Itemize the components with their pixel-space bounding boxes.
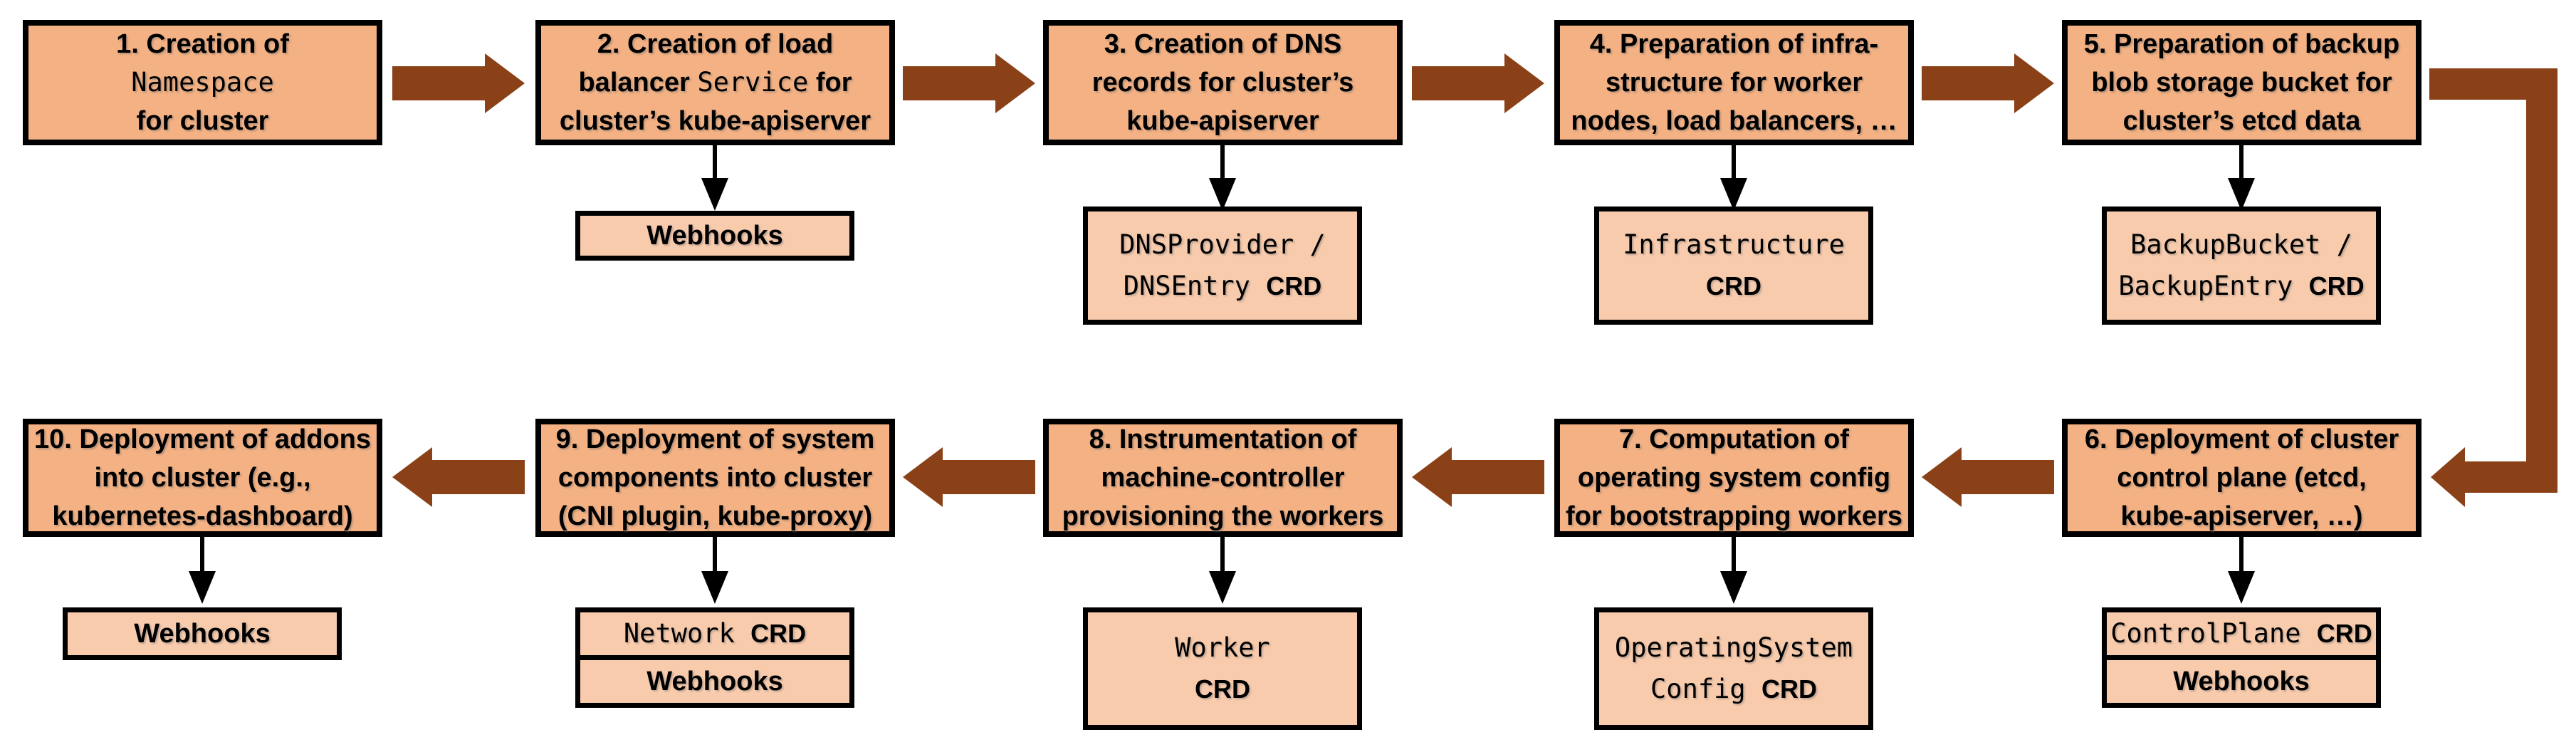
crd-label: CRD (2316, 619, 2372, 648)
step-4-box: 4. Preparation of infra- structure for w… (1554, 20, 1914, 145)
step-1-title-pre: 1. Creation of (116, 29, 289, 59)
elbow-arrow-5-6-shaft-icon (2465, 461, 2557, 493)
arrow-down-icon (701, 178, 728, 211)
arrow-down-icon (1209, 571, 1236, 604)
step-9-title-pre: 9. Deployment of system components into … (555, 424, 875, 531)
step-3-connector-line (1220, 145, 1225, 179)
crd-label: CRD (1706, 271, 1761, 301)
step-3-crd-box: DNSProvider / DNSEntry CRD (1083, 207, 1362, 325)
step-4-title-pre: 4. Preparation of infra- structure for w… (1571, 29, 1897, 136)
step-8-box: 8. Instrumentation of machine-controller… (1043, 419, 1403, 537)
flow-arrow-2-3-icon (903, 53, 1035, 113)
step-9-crd-box: Network CRD (575, 607, 854, 660)
step-2-box: 2. Creation of load balancer Service for… (535, 20, 895, 145)
arrow-down-icon (1720, 178, 1747, 211)
step-6-title-pre: 6. Deployment of cluster control plane (… (2084, 424, 2399, 531)
step-10-box: 10. Deployment of addons into cluster (e… (23, 419, 382, 537)
step-6-connector-line (2239, 537, 2243, 573)
step-5-box: 5. Preparation of backup blob storage bu… (2062, 20, 2421, 145)
step-2-webhooks-box: Webhooks (575, 211, 854, 261)
step-6-crd-box: ControlPlane CRD (2102, 607, 2381, 660)
crd-name: Worker (1175, 632, 1270, 663)
webhooks-label: Webhooks (646, 667, 783, 696)
step-8-title: 8. Instrumentation of machine-controller… (1059, 420, 1387, 535)
step-5-title: 5. Preparation of backup blob storage bu… (2081, 25, 2402, 140)
webhooks-label: Webhooks (646, 221, 783, 251)
step-7-title-pre: 7. Computation of operating system confi… (1566, 424, 1902, 531)
step-1-title-post: for cluster (136, 106, 269, 136)
crd-label: CRD (2308, 271, 2365, 301)
crd-name: DNSProvider / DNSEntry (1119, 229, 1326, 301)
step-7-box: 7. Computation of operating system confi… (1554, 419, 1914, 537)
elbow-arrow-5-6-vertical-icon (2526, 68, 2557, 493)
flow-arrow-9-10-icon (392, 447, 525, 507)
step-6-webhooks-box: Webhooks (2102, 655, 2381, 708)
step-8-title-pre: 8. Instrumentation of machine-controller… (1062, 424, 1384, 531)
crd-name: ControlPlane (2110, 618, 2317, 649)
step-7-connector-line (1732, 537, 1736, 573)
step-6-box: 6. Deployment of cluster control plane (… (2062, 419, 2421, 537)
step-10-connector-line (200, 537, 204, 573)
crd-name: Infrastructure (1623, 229, 1845, 260)
flow-arrow-8-9-icon (903, 447, 1035, 507)
crd-name: OperatingSystem Config (1614, 632, 1853, 704)
flow-arrow-3-4-icon (1412, 53, 1544, 113)
step-4-crd-box: Infrastructure CRD (1594, 207, 1873, 325)
step-9-connector-line (713, 537, 717, 573)
step-10-title-pre: 10. Deployment of addons into cluster (e… (34, 424, 371, 531)
arrow-down-icon (2228, 571, 2255, 604)
crd-label: CRD (1195, 674, 1250, 704)
step-5-title-pre: 5. Preparation of backup blob storage bu… (2083, 29, 2400, 136)
flow-arrow-4-5-icon (1922, 53, 2054, 113)
step-8-connector-line (1220, 537, 1225, 573)
arrow-down-icon (701, 571, 728, 604)
arrow-down-icon (1209, 178, 1236, 211)
crd-name: BackupBucket / BackupEntry (2118, 229, 2352, 301)
step-6-title: 6. Deployment of cluster control plane (… (2082, 420, 2402, 535)
crd-name: Network (623, 618, 751, 649)
step-1-title: 1. Creation of Namespace for cluster (113, 25, 292, 140)
step-3-title: 3. Creation of DNS records for cluster’s… (1089, 25, 1356, 140)
crd-label: CRD (1266, 271, 1322, 301)
step-9-webhooks-box: Webhooks (575, 655, 854, 708)
step-2-connector-line (713, 145, 717, 179)
crd-label: CRD (750, 619, 807, 648)
step-9-title: 9. Deployment of system components into … (553, 420, 878, 535)
step-9-box: 9. Deployment of system components into … (535, 419, 895, 537)
flow-arrow-1-2-icon (392, 53, 525, 113)
step-10-webhooks-box: Webhooks (63, 607, 342, 660)
step-4-title: 4. Preparation of infra- structure for w… (1568, 25, 1900, 140)
step-10-title: 10. Deployment of addons into cluster (e… (31, 420, 374, 535)
step-7-crd-box: OperatingSystem Config CRD (1594, 607, 1873, 730)
step-2-title-post: for cluster’s kube-apiserver (559, 68, 871, 136)
step-2-title: 2. Creation of load balancer Service for… (557, 25, 874, 140)
step-7-title: 7. Computation of operating system confi… (1563, 420, 1905, 535)
webhooks-label: Webhooks (134, 619, 271, 649)
step-1-title-code: Namespace (131, 67, 274, 98)
arrow-down-icon (1720, 571, 1747, 604)
webhooks-label: Webhooks (2173, 667, 2310, 696)
step-2-title-code: Service (697, 67, 809, 98)
step-5-connector-line (2239, 145, 2243, 179)
flow-arrow-7-8-icon (1412, 447, 1544, 507)
step-3-title-pre: 3. Creation of DNS records for cluster’s… (1091, 29, 1354, 136)
arrow-down-icon (189, 571, 216, 604)
step-8-crd-box: Worker CRD (1083, 607, 1362, 730)
flow-arrow-6-7-icon (1922, 447, 2054, 507)
arrow-down-icon (2228, 178, 2255, 211)
elbow-arrow-5-6-head-icon (2431, 447, 2465, 507)
step-2-title-pre: 2. Creation of load balancer (578, 29, 834, 98)
step-4-connector-line (1732, 145, 1736, 179)
step-3-box: 3. Creation of DNS records for cluster’s… (1043, 20, 1403, 145)
step-1-box: 1. Creation of Namespace for cluster (23, 20, 382, 145)
step-5-crd-box: BackupBucket / BackupEntry CRD (2102, 207, 2381, 325)
crd-label: CRD (1761, 674, 1817, 704)
